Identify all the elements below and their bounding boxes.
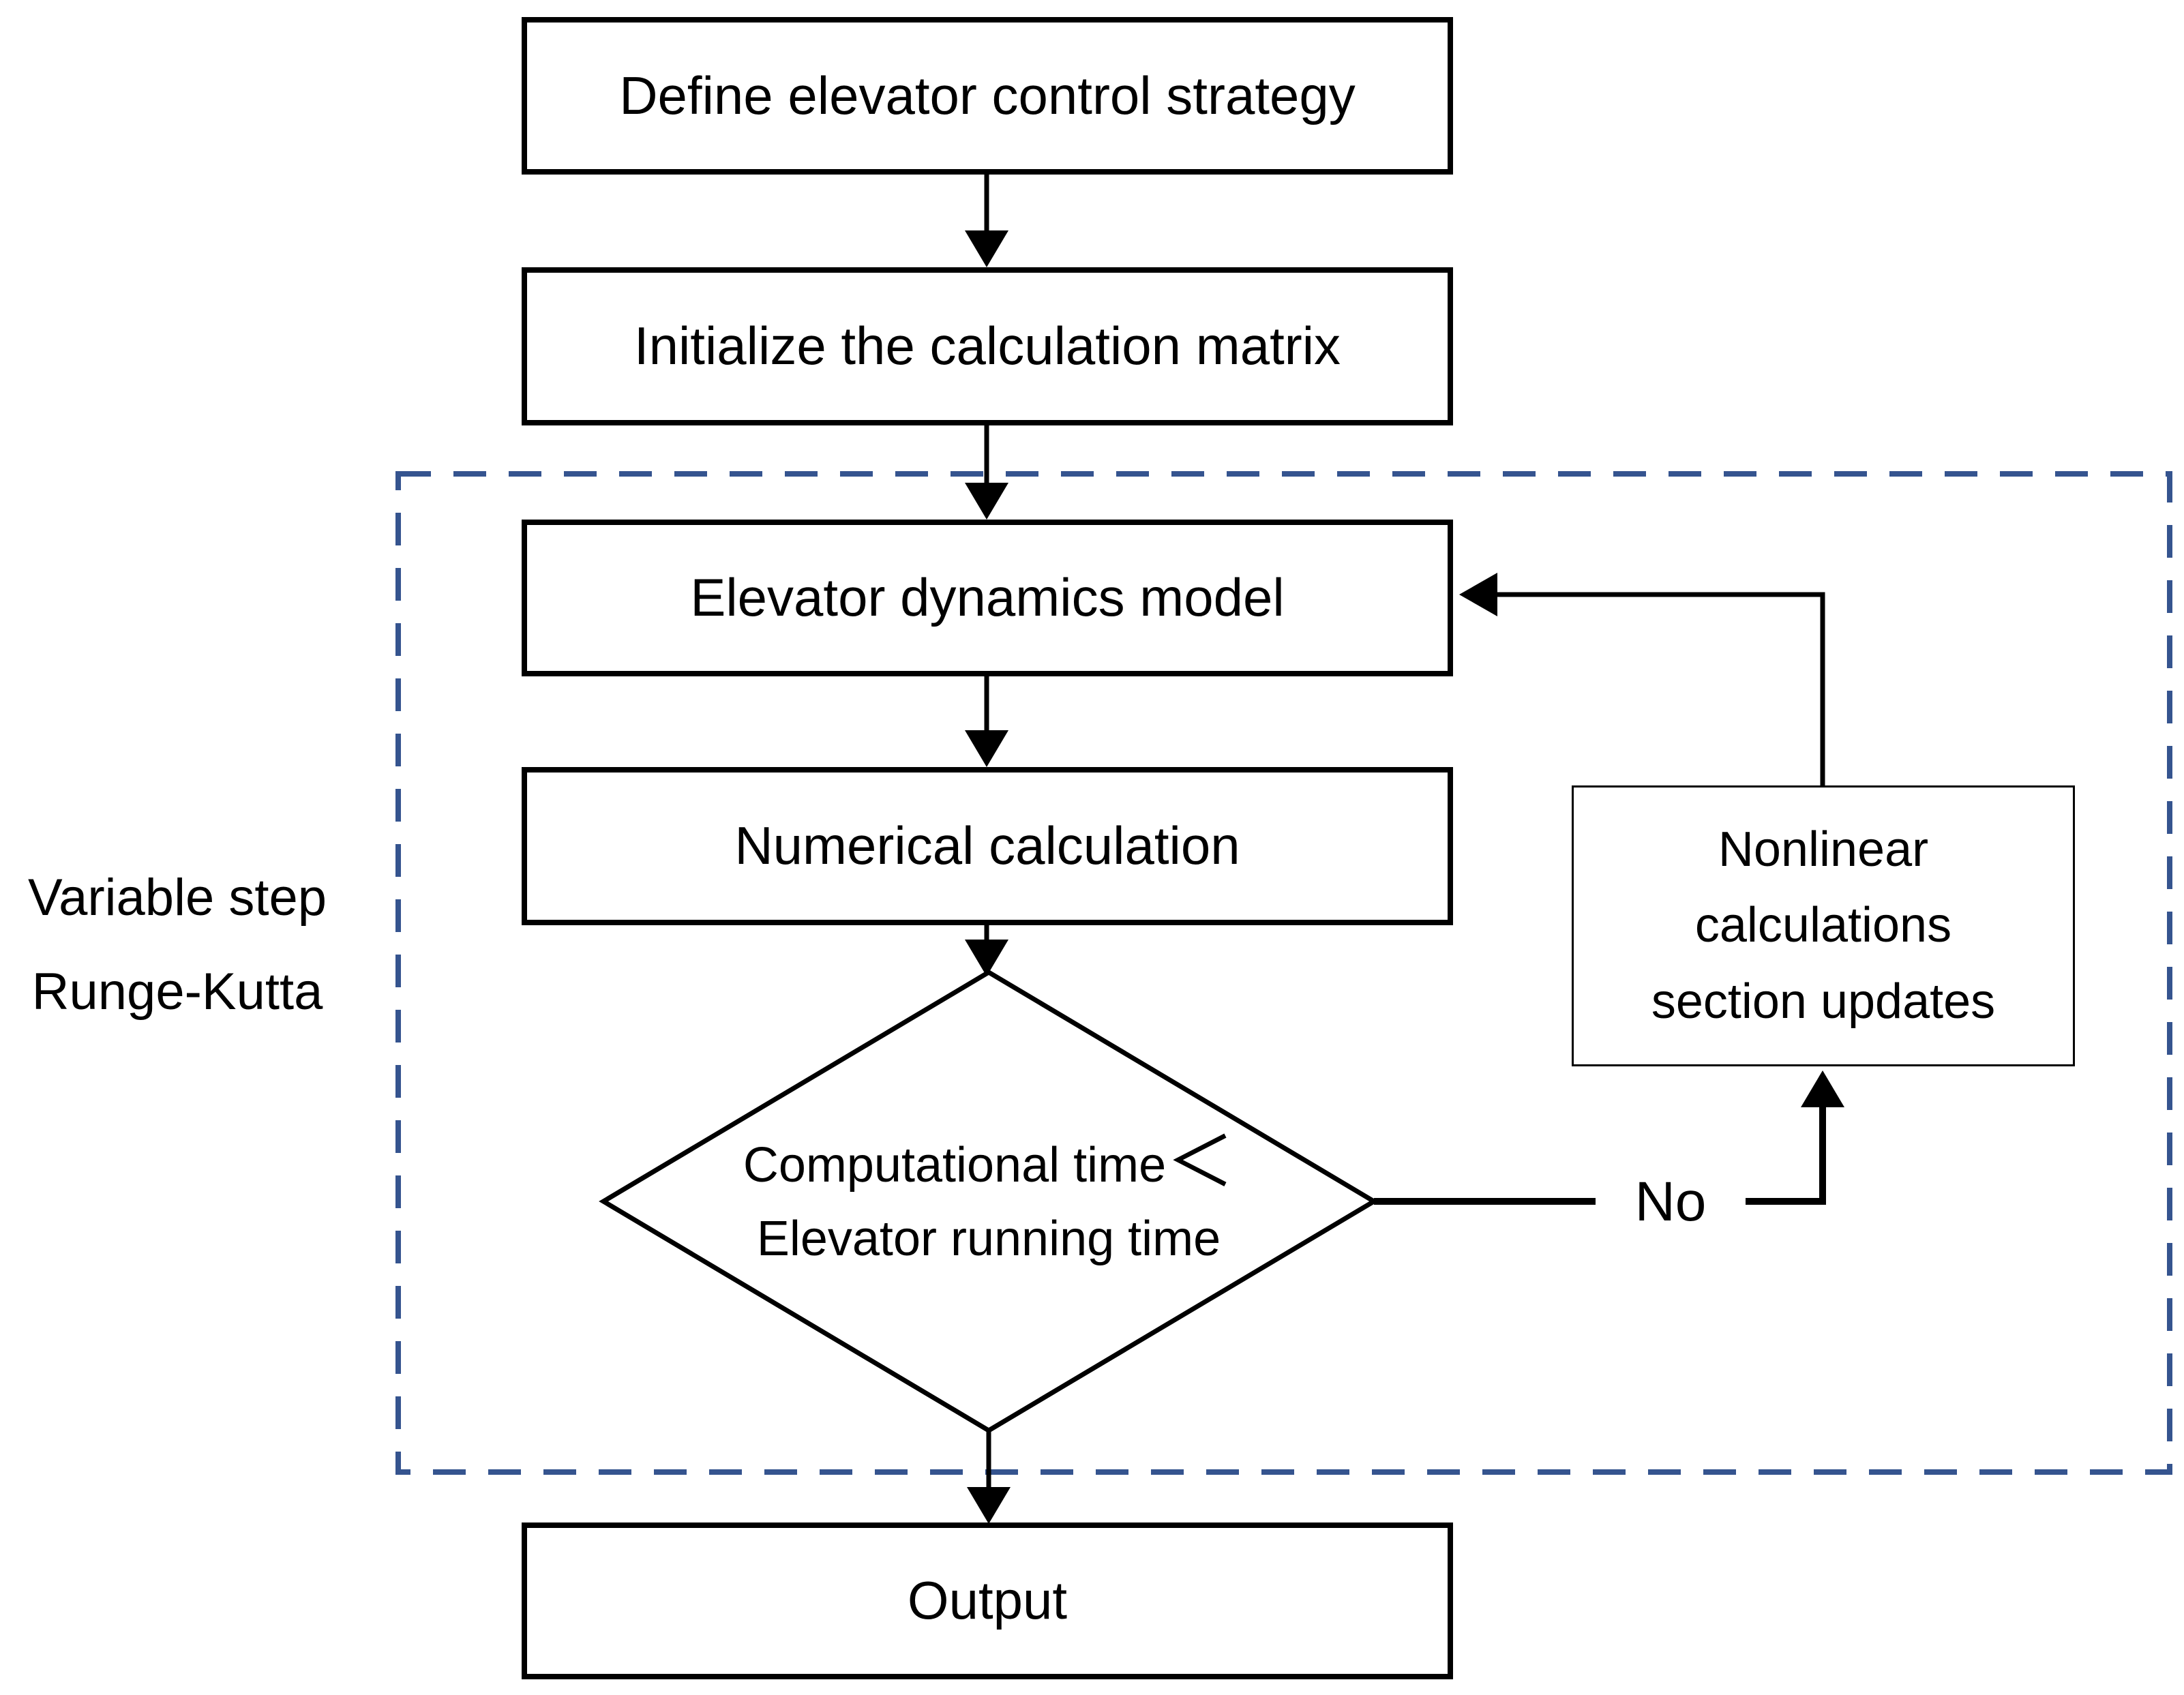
runge-kutta-dashed-region — [395, 471, 2172, 1475]
arrowhead-into-initialize — [965, 230, 1008, 267]
node-nonlinear-updates: Nonlinear calculations section updates — [1572, 785, 2075, 1066]
arrowhead-into-dynamics-feedback — [1459, 573, 1497, 616]
node-initialize-matrix: Initialize the calculation matrix — [522, 267, 1453, 425]
node-elevator-dynamics-model-label: Elevator dynamics model — [690, 567, 1285, 628]
decision-condition-text: Computational time — [743, 1137, 1167, 1192]
node-numerical-calculation: Numerical calculation — [522, 767, 1453, 925]
decision-label: Computational time＜ Elevator running tim… — [682, 1111, 1296, 1292]
arrow-no-path — [1374, 1105, 1826, 1205]
node-define-strategy-label: Define elevator control strategy — [619, 65, 1356, 125]
node-define-strategy: Define elevator control strategy — [522, 17, 1453, 175]
less-than-symbol: ＜ — [1166, 1124, 1235, 1201]
runge-kutta-annotation: Variable step Runge-Kutta — [0, 851, 355, 1040]
runge-kutta-annotation-line2: Runge-Kutta — [31, 963, 323, 1021]
node-nonlinear-updates-line1: Nonlinear — [1718, 822, 1929, 877]
node-nonlinear-updates-line2: calculations — [1694, 898, 1952, 953]
node-output: Output — [522, 1522, 1453, 1679]
runge-kutta-annotation-line1: Variable step — [28, 869, 327, 927]
node-output-label: Output — [907, 1570, 1068, 1631]
arrowhead-into-output — [967, 1487, 1011, 1524]
arrowhead-into-dynamics — [965, 483, 1008, 520]
arrowhead-into-nonlinear — [1801, 1070, 1844, 1107]
node-elevator-dynamics-model: Elevator dynamics model — [522, 520, 1453, 676]
edge-label-no: No — [1596, 1159, 1746, 1244]
arrowhead-into-numerical — [965, 730, 1008, 767]
decision-diamond — [599, 969, 1379, 1434]
connector-lines — [984, 174, 1826, 1488]
decision-label-line1: Computational time＜ — [743, 1128, 1234, 1202]
node-nonlinear-updates-line3: section updates — [1651, 974, 1996, 1029]
node-initialize-matrix-label: Initialize the calculation matrix — [633, 316, 1341, 376]
node-numerical-calculation-label: Numerical calculation — [734, 815, 1240, 876]
arrowheads — [965, 230, 1844, 1524]
arrowhead-into-decision — [965, 940, 1008, 976]
arrow-nonlinear-to-dynamics — [1497, 592, 1825, 785]
decision-label-line2: Elevator running time — [756, 1211, 1221, 1266]
